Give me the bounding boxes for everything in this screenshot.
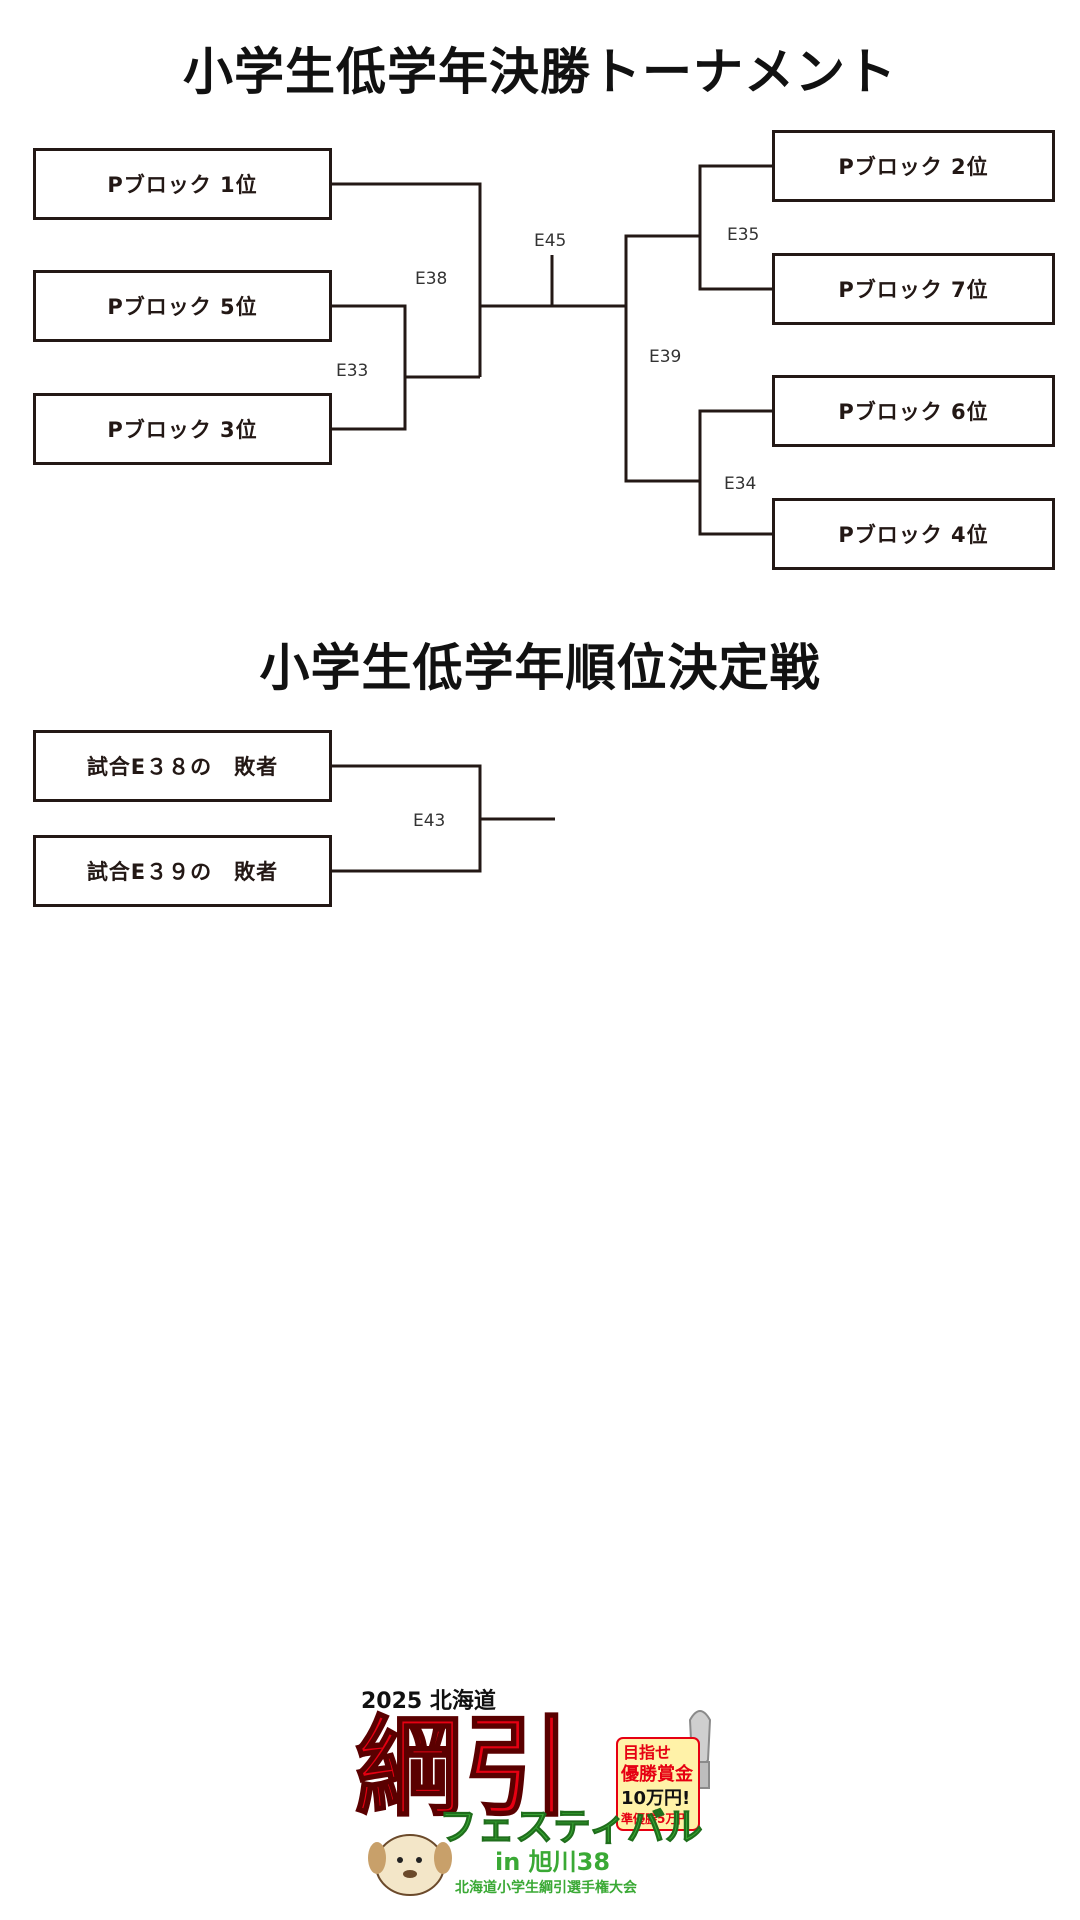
match-label-e39: E39 <box>649 347 681 367</box>
logo-year-region: 2025 北海道 <box>361 1688 496 1714</box>
prize-badge <box>616 1737 700 1831</box>
team-box-loser-e39: 試合E３９の 敗者 <box>33 835 332 907</box>
prize-label: 優勝賞金 <box>620 1763 694 1785</box>
mascot-icon <box>368 1834 452 1896</box>
logo-venue-text: in 旭川38 <box>495 1848 610 1876</box>
prize-amount: 10万円! <box>621 1788 690 1809</box>
team-box-p1: Pブロック 1位 <box>33 148 332 220</box>
match-label-e33: E33 <box>336 361 368 381</box>
bracket-line-e39 <box>624 234 700 483</box>
match-label-e34: E34 <box>724 474 756 494</box>
team-box-p3: Pブロック 3位 <box>33 393 332 465</box>
logo-main-text: 綱引 <box>355 1705 571 1831</box>
bracket-line-e35 <box>698 164 772 291</box>
placement-title: 小学生低学年順位決定戦 <box>259 639 821 697</box>
team-box-p7: Pブロック 7位 <box>772 253 1055 325</box>
match-label-e43: E43 <box>413 811 445 831</box>
bracket-line-e43 <box>332 764 482 873</box>
team-box-p5: Pブロック 5位 <box>33 270 332 342</box>
logo-festival-text: フェスティバル <box>439 1805 703 1849</box>
bracket-line-e34 <box>698 409 772 536</box>
festival-logo: 2025 北海道 綱引 目指せ 優勝賞金 10万円! 準優勝5万円 フェスティバ… <box>355 1688 712 1896</box>
team-box-loser-e38: 試合E３８の 敗者 <box>33 730 332 802</box>
prize-second: 準優勝5万円 <box>621 1811 689 1826</box>
team-box-p4: Pブロック 4位 <box>772 498 1055 570</box>
bracket-line-e33 <box>332 304 407 431</box>
team-box-p2: Pブロック 2位 <box>772 130 1055 202</box>
team-box-p6: Pブロック 6位 <box>772 375 1055 447</box>
match-label-e35: E35 <box>727 225 759 245</box>
tournament-title: 小学生低学年決勝トーナメント <box>183 43 897 101</box>
match-label-e38: E38 <box>415 269 447 289</box>
logo-subtitle-text: 北海道小学生綱引選手権大会 <box>455 1879 638 1896</box>
prize-head: 目指せ <box>623 1743 671 1762</box>
match-label-e45: E45 <box>534 231 566 251</box>
bracket-line-e38 <box>332 182 482 377</box>
